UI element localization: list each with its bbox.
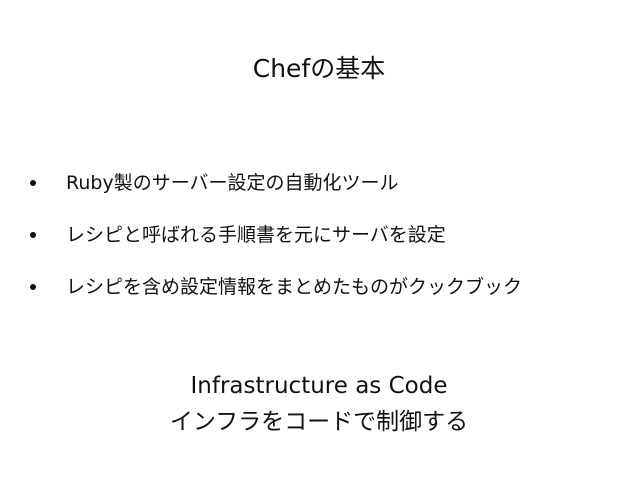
footer-line-english: Infrastructure as Code: [190, 373, 448, 399]
bullet-text: Ruby製のサーバー設定の自動化ツール: [66, 172, 399, 194]
bullet-dot-icon: [30, 180, 36, 186]
bullet-dot-icon: [30, 232, 36, 238]
footer-line-japanese: インフラをコードで制御する: [169, 409, 469, 435]
bullet-item: レシピと呼ばれる手順書を元にサーバを設定: [30, 222, 630, 248]
bullet-text: レシピと呼ばれる手順書を元にサーバを設定: [66, 224, 446, 246]
bullet-item: レシピを含め設定情報をまとめたものがクックブック: [30, 274, 630, 300]
bullet-item: Ruby製のサーバー設定の自動化ツール: [30, 170, 630, 196]
bullet-text: レシピを含め設定情報をまとめたものがクックブック: [66, 276, 523, 298]
bullet-list: Ruby製のサーバー設定の自動化ツール レシピと呼ばれる手順書を元にサーバを設定…: [30, 170, 630, 326]
footer-statement: Infrastructure as Code インフラをコードで制御する: [0, 368, 638, 440]
slide-title: Chefの基本: [252, 54, 386, 83]
bullet-dot-icon: [30, 284, 36, 290]
